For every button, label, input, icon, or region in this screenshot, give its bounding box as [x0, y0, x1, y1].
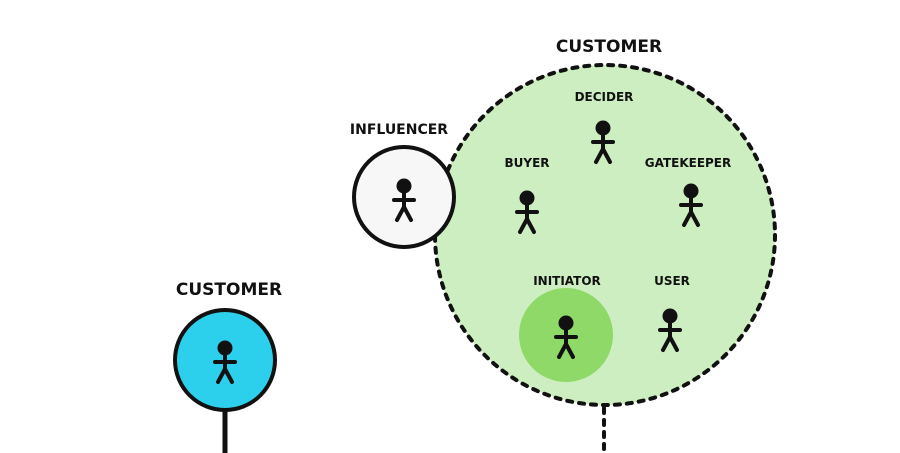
- buying-center-label: CUSTOMER: [556, 37, 662, 57]
- buying-center-group: CUSTOMER DECIDER BUYER GATEKEEPER INITIA…: [433, 37, 777, 453]
- role-label-gatekeeper: GATEKEEPER: [645, 156, 732, 170]
- role-label-decider: DECIDER: [575, 90, 634, 104]
- single-customer-label: CUSTOMER: [176, 280, 282, 300]
- role-label-buyer: BUYER: [504, 156, 549, 170]
- role-label-user: USER: [654, 274, 690, 288]
- influencer-group: INFLUENCER: [350, 122, 456, 249]
- influencer-label: INFLUENCER: [350, 122, 448, 138]
- role-label-initiator: INITIATOR: [533, 274, 601, 288]
- single-customer-group: CUSTOMER: [173, 280, 282, 453]
